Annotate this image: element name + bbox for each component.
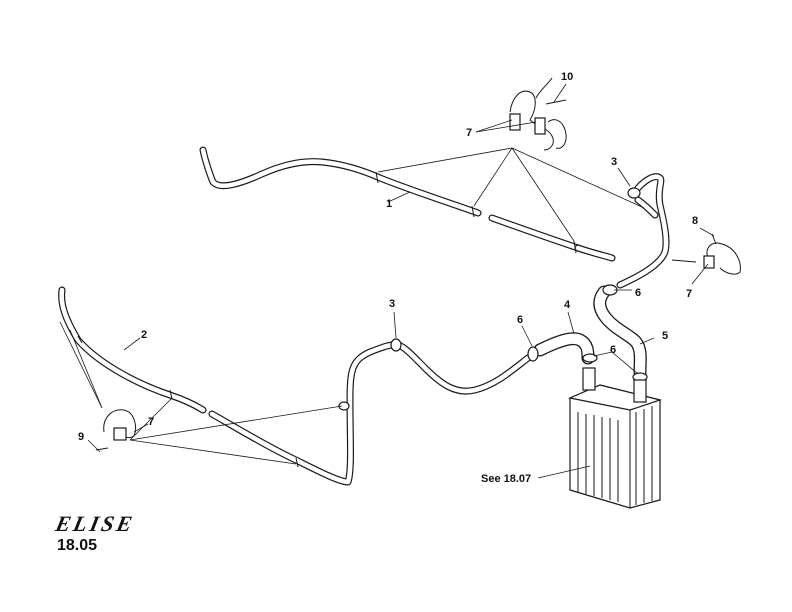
callout-6-lower: 6 <box>610 344 617 356</box>
callout-9: 9 <box>78 431 85 443</box>
callout-4: 4 <box>564 299 571 311</box>
hose-5 <box>593 285 647 379</box>
callout-3-lower: 3 <box>389 298 396 310</box>
callout-5: 5 <box>662 330 669 342</box>
upper-pipe-assembly <box>199 146 616 262</box>
see-reference-note: See 18.07 <box>481 473 532 485</box>
callout-7-right: 7 <box>686 288 693 300</box>
callout-3-upper: 3 <box>611 156 618 168</box>
left-clip-bracket <box>95 409 137 451</box>
callout-1: 1 <box>386 198 393 210</box>
heater-matrix <box>568 367 663 509</box>
callout-2: 2 <box>141 329 148 341</box>
callout-10: 10 <box>561 71 574 83</box>
upper-right-pipe <box>616 173 670 289</box>
page-number: 18.05 <box>57 537 98 554</box>
right-clip-bracket <box>671 233 741 275</box>
callout-6-left: 6 <box>517 314 524 326</box>
hose-4 <box>533 332 595 365</box>
callout-7-left: 7 <box>148 416 155 428</box>
lower-pipe-assembly <box>58 286 532 486</box>
callout-7-upper: 7 <box>466 127 473 139</box>
upper-clip-bracket <box>509 77 567 151</box>
elise-logo: ELISE <box>53 511 138 536</box>
callout-8: 8 <box>692 215 699 227</box>
callout-6-upper: 6 <box>635 287 642 299</box>
leader-lines <box>59 83 715 479</box>
